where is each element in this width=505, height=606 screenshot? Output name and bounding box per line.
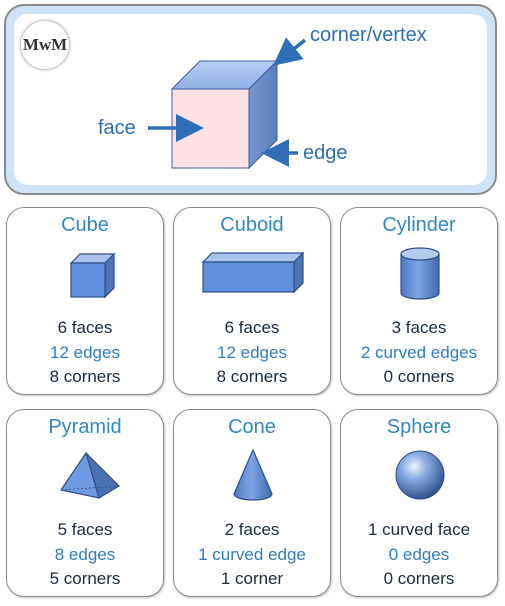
faces-count: 6 faces: [57, 318, 113, 337]
card-title: Cone: [228, 416, 276, 438]
edges-count: 2 curved edges: [360, 342, 478, 362]
card-cuboid: Cuboid 6 faces 12 edges 8 corners: [173, 207, 331, 395]
card-title: Cuboid: [220, 214, 284, 236]
faces-count: 3 faces: [391, 318, 447, 337]
label-corner-vertex: corner/vertex: [310, 24, 427, 46]
card-title: Sphere: [386, 416, 452, 438]
edges-count: 12 edges: [50, 342, 120, 362]
sphere-icon: [395, 450, 445, 500]
card-cube: Cube 6 faces 12 edges 8 corners: [6, 207, 164, 395]
corners-count: 0 corners: [383, 367, 455, 386]
cylinder-icon: [400, 247, 440, 300]
card-cylinder: Cylinder 3 faces 2 curved edges 0 corner…: [340, 207, 498, 395]
faces-count: 5 faces: [57, 520, 113, 539]
cube-icon: [69, 252, 116, 299]
faces-count: 2 faces: [224, 520, 280, 539]
corners-count: 0 corners: [383, 569, 455, 588]
card-sphere: Sphere 1 curved face 0 edges 0 corners: [340, 409, 498, 597]
corner-arrow: [273, 37, 307, 66]
pyramid-icon: [60, 451, 120, 499]
card-pyramid: Pyramid 5 faces 8 edges 5 corners: [6, 409, 164, 597]
card-title: Pyramid: [48, 416, 122, 438]
cone-icon: [233, 448, 273, 501]
card-title: Cube: [61, 214, 109, 236]
label-face: face: [98, 117, 136, 139]
card-cone: Cone 2 faces 1 curved edge 1 corner: [173, 409, 331, 597]
edges-count: 0 edges: [388, 544, 450, 564]
card-title: Cylinder: [382, 214, 456, 236]
cuboid-icon: [201, 251, 305, 294]
corners-count: 8 corners: [49, 367, 121, 386]
corners-count: 8 corners: [216, 367, 288, 386]
cube-anatomy-diagram: [148, 37, 307, 170]
edges-count: 12 edges: [217, 342, 287, 362]
edges-count: 8 edges: [54, 544, 116, 564]
edges-count: 1 curved edge: [198, 544, 306, 564]
faces-count: 6 faces: [224, 318, 280, 337]
faces-count: 1 curved face: [367, 520, 471, 539]
logo: MwM: [20, 20, 70, 70]
corners-count: 5 corners: [49, 569, 121, 588]
corners-count: 1 corner: [220, 569, 284, 588]
label-edge: edge: [303, 142, 348, 164]
logo-text: MwM: [22, 35, 68, 54]
vertex-highlight: [274, 59, 280, 65]
